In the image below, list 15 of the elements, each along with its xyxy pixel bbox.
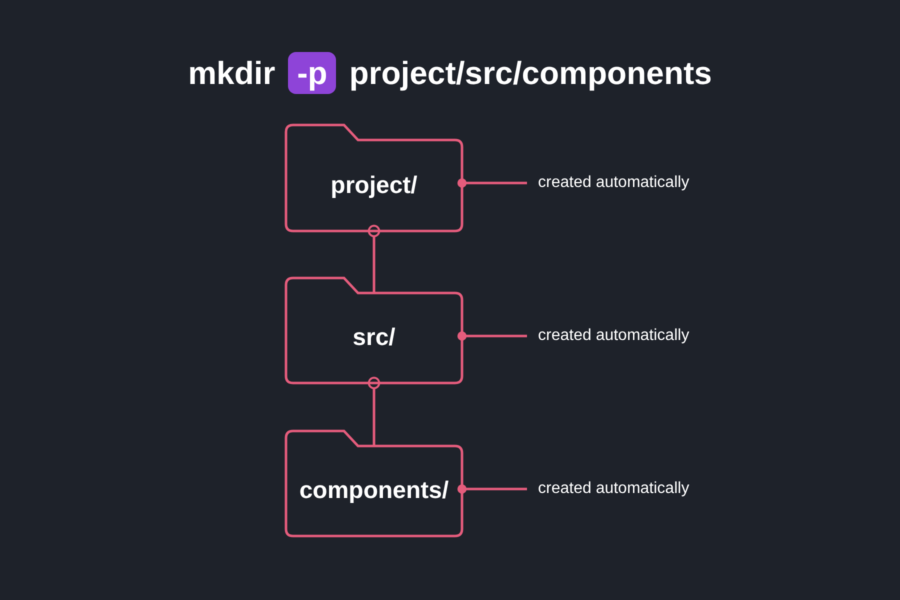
- folder-shape: [286, 431, 462, 536]
- folder-shape: [286, 125, 462, 231]
- note-text: created automatically: [538, 479, 690, 499]
- note-text: created automatically: [538, 326, 690, 346]
- note-text: created automatically: [538, 173, 690, 193]
- folder-shape: [286, 278, 462, 383]
- folder-name: project/: [330, 170, 418, 200]
- leader-line: [457, 331, 527, 341]
- command-title: mkdir -p project/src/components: [0, 48, 900, 98]
- leader-line: [457, 178, 527, 188]
- connector-line: [368, 224, 380, 293]
- folder-name: components/: [298, 476, 450, 506]
- connector-line: [368, 376, 380, 446]
- folder-name: src/: [352, 323, 396, 353]
- leader-line: [457, 484, 527, 494]
